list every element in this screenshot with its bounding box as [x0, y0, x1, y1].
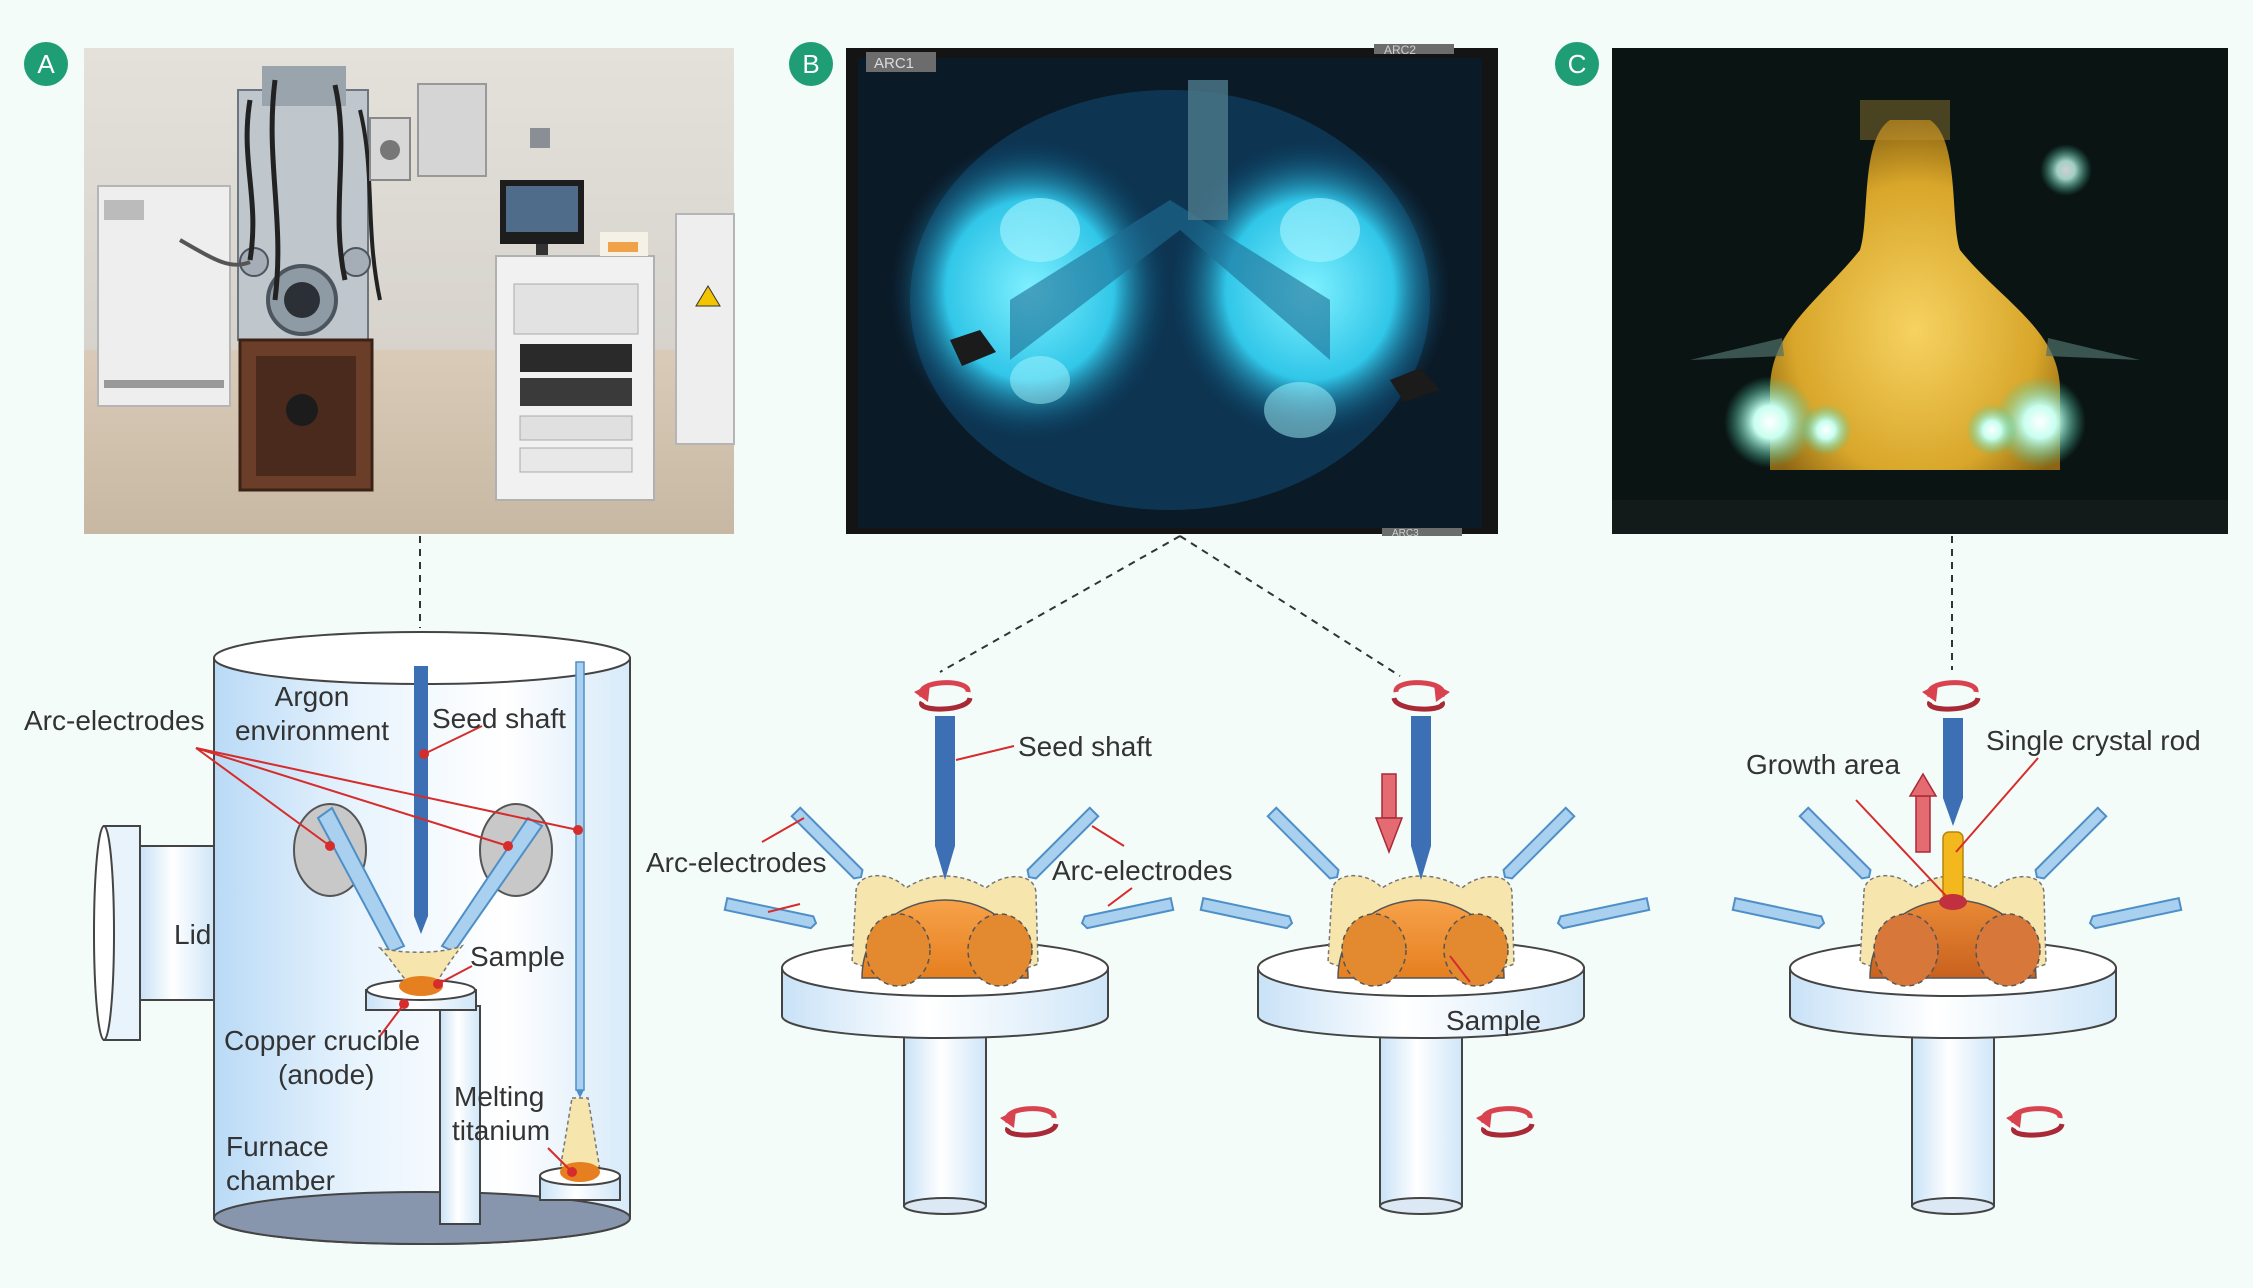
label-crucible-line2: (anode)	[278, 1059, 375, 1090]
label-crucible-line1: Copper crucible	[224, 1025, 420, 1056]
panel-badge-b: B	[789, 42, 833, 86]
panel-badge-a: A	[24, 42, 68, 86]
label-seed-shaft-b: Seed shaft	[1018, 731, 1152, 762]
photo-c-crystal-growth	[1612, 48, 2228, 534]
label-sample-b: Sample	[1446, 1005, 1541, 1036]
photo-a-lab-equipment	[84, 48, 735, 534]
label-argon-line2: environment	[235, 715, 389, 746]
screen-label-arc2: ARC2	[1384, 43, 1416, 57]
panel-badge-b-text: B	[802, 49, 819, 79]
label-arc-electrodes-b-left: Arc-electrodes	[646, 847, 827, 878]
diagram-c-growth	[1731, 683, 2183, 1215]
screen-label-arc3: ARC3	[1392, 528, 1419, 539]
dashed-connectors	[419, 535, 1953, 677]
panel-badge-c-text: C	[1568, 49, 1587, 79]
label-arc-electrodes-a: Arc-electrodes	[24, 705, 205, 736]
panel-badge-a-text: A	[37, 49, 55, 79]
label-growth-area: Growth area	[1746, 749, 1900, 780]
diagram-c-pointers	[1855, 757, 2039, 899]
screen-label-arc1: ARC1	[874, 55, 914, 72]
diagram-b-pointers	[761, 745, 1133, 913]
label-furnace-line1: Furnace	[226, 1131, 329, 1162]
diagram-b-step2	[1199, 683, 1651, 1215]
label-furnace-line2: chamber	[226, 1165, 335, 1196]
label-lid: Lid	[174, 919, 211, 950]
photo-b-arc-monitor: ARC1 ARC2 ARC3	[846, 43, 1498, 539]
diagram-a-furnace	[93, 631, 631, 1245]
label-melting-line2: titanium	[452, 1115, 550, 1146]
label-argon-line1: Argon	[275, 681, 350, 712]
label-sample-a: Sample	[470, 941, 565, 972]
label-melting-line1: Melting	[454, 1081, 544, 1112]
diagram-a-pointers	[195, 725, 579, 1173]
panel-badge-c: C	[1555, 42, 1599, 86]
diagram-b-step1	[723, 683, 1175, 1215]
diagram-b2-pointers	[1449, 955, 1471, 983]
diagram-a-pointer-dots	[325, 749, 583, 1177]
label-seed-shaft-a: Seed shaft	[432, 703, 566, 734]
label-arc-electrodes-b-right: Arc-electrodes	[1052, 855, 1233, 886]
label-single-crystal-rod: Single crystal rod	[1986, 725, 2201, 756]
